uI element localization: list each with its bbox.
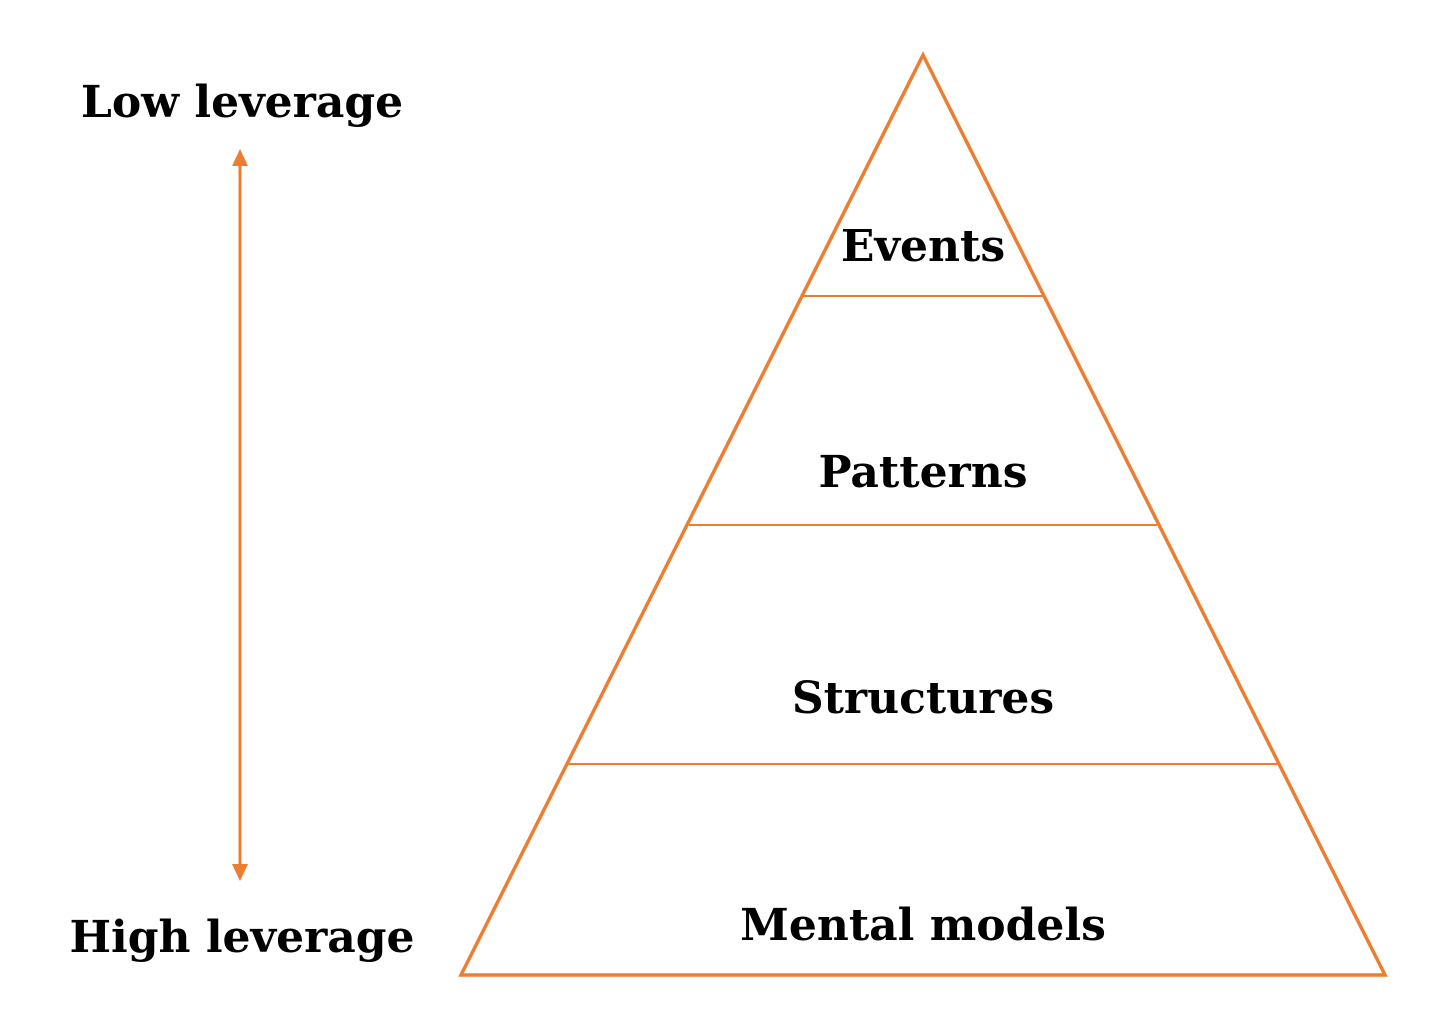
arrow-head-down-icon	[232, 864, 248, 881]
level-label-patterns: Patterns	[819, 447, 1028, 498]
pyramid-outline	[458, 51, 1388, 977]
arrow-head-up-icon	[232, 149, 248, 166]
leverage-arrow	[232, 149, 248, 881]
level-label-mental-models: Mental models	[740, 900, 1106, 951]
level-label-events: Events	[841, 221, 1005, 272]
high-leverage-label: High leverage	[69, 912, 414, 963]
level-label-structures: Structures	[792, 673, 1054, 724]
pyramid: Events Patterns Structures Mental models	[458, 51, 1388, 977]
low-leverage-label: Low leverage	[81, 77, 403, 128]
